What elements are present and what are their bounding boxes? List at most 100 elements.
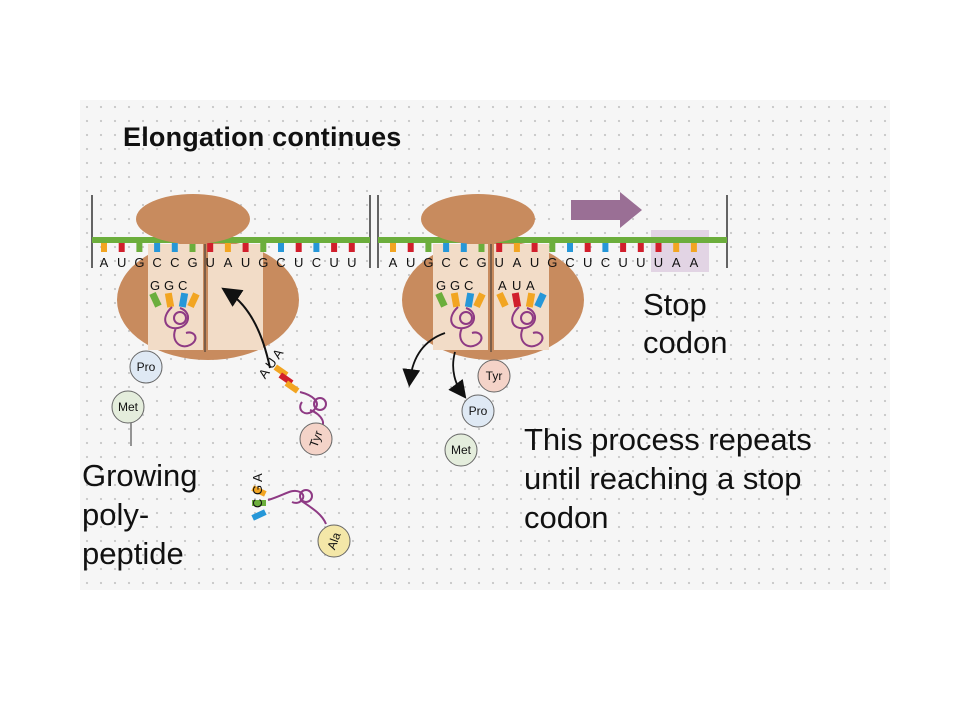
- amino-acid-ala: [317, 524, 351, 558]
- transfer-arrow: [448, 351, 467, 399]
- mrna-base-tick: [242, 243, 249, 252]
- mrna-base-letter: G: [134, 255, 144, 270]
- mrna-base-letter: C: [152, 255, 161, 270]
- mrna-base-letter: U: [583, 255, 592, 270]
- amino-acid-met-label: Met: [118, 400, 139, 414]
- mrna-base-letter: U: [636, 255, 645, 270]
- mrna-base-tick: [496, 243, 503, 252]
- growing-polypeptide-label: Growing poly- peptide: [82, 458, 198, 571]
- mrna-base-letter: G: [547, 255, 557, 270]
- mrna-base-tick: [278, 243, 284, 252]
- mrna-base-letter: A: [100, 255, 109, 270]
- mrna-base-tick: [425, 243, 432, 252]
- mrna-base-tick: [620, 243, 627, 252]
- amino-acid-tyr: [299, 422, 333, 456]
- mrna-base-tick: [602, 243, 609, 252]
- mrna-base-letter: U: [654, 255, 663, 270]
- mrna-base-tick: [136, 243, 143, 252]
- free-trna-ala: [251, 485, 327, 525]
- mrna-base-letter: C: [170, 255, 179, 270]
- mrna-base-letter: U: [241, 255, 250, 270]
- small-subunit-right: [421, 194, 535, 244]
- mrna-base-tick: [407, 243, 414, 252]
- mrna-base-tick: [331, 243, 338, 252]
- mrna-base-tick: [637, 243, 644, 252]
- mrna-base-tick: [443, 243, 450, 252]
- mrna-base-tick: [189, 243, 196, 252]
- trna-p-site-right: [435, 291, 486, 348]
- amino-acid-pro-right-label: Pro: [469, 404, 488, 418]
- mrna-base-letter: A: [513, 255, 522, 270]
- stop-codon-label: Stop codon: [643, 287, 728, 360]
- process-repeats-label: This process repeats until reaching a st…: [524, 422, 812, 535]
- trna-a-site-right: [496, 291, 547, 348]
- mrna-base-letter: C: [565, 255, 574, 270]
- base-letter: G: [150, 278, 160, 293]
- mrna-base-tick: [478, 243, 485, 252]
- mrna-base-tick: [224, 243, 231, 252]
- base-letter: A: [526, 278, 535, 293]
- amino-acid-pro-right: [461, 394, 495, 428]
- mrna-base-letter: A: [672, 255, 681, 270]
- mrna-base-tick: [584, 243, 591, 252]
- amino-acid-tyr-right: [477, 359, 511, 393]
- mrna-base-tick: [348, 243, 355, 252]
- mrna-base-tick: [207, 243, 214, 252]
- mrna-base-letter: U: [329, 255, 338, 270]
- mrna-backbone: [92, 237, 370, 243]
- mrna-base-letter: G: [187, 255, 197, 270]
- mrna-base-letter: U: [347, 255, 356, 270]
- base-letter: G: [164, 278, 174, 293]
- mrna-base-letter: G: [258, 255, 268, 270]
- ribosome-movement-arrow: [571, 192, 642, 228]
- mrna-base-letter: G: [476, 255, 486, 270]
- mrna-base-tick: [567, 243, 573, 252]
- base-letter: A: [498, 278, 507, 293]
- mrna-base-tick: [154, 243, 161, 252]
- base-letter: U: [512, 278, 521, 293]
- base-letter: C: [178, 278, 187, 293]
- incoming-arrow: [221, 287, 271, 369]
- amino-acid-met-right: [444, 433, 478, 467]
- mrna-base-letter: G: [423, 255, 433, 270]
- mrna-base-letter: C: [312, 255, 321, 270]
- mrna-base-letter: A: [224, 255, 233, 270]
- mrna-base-tick: [513, 243, 520, 252]
- mrna-base-tick: [118, 243, 125, 252]
- mrna-base-letter: U: [406, 255, 415, 270]
- free-anticodon: CGA: [250, 473, 265, 508]
- mrna-base-letter: U: [294, 255, 303, 270]
- mrna-base-letter: C: [276, 255, 285, 270]
- mrna-base-tick: [295, 243, 302, 252]
- small-subunit-left: [136, 194, 250, 244]
- mrna-base-tick: [171, 243, 178, 252]
- mrna-base-letter: C: [441, 255, 450, 270]
- mrna-base-letter: C: [601, 255, 610, 270]
- mrna-base-tick: [101, 243, 107, 252]
- mrna-base-letter: U: [618, 255, 627, 270]
- mrna-base-tick: [673, 243, 680, 252]
- mrna-base-letter: U: [530, 255, 539, 270]
- mrna-base-letter: U: [117, 255, 126, 270]
- amino-acid-ala-label: Ala: [324, 530, 343, 551]
- base-letter: A: [250, 473, 265, 482]
- mrna-base-tick: [390, 243, 396, 252]
- mrna-base-letter: A: [389, 255, 398, 270]
- amino-acid-tyr-label: Tyr: [307, 429, 326, 449]
- mrna-base-tick: [655, 243, 662, 252]
- mrna-base-tick: [549, 243, 556, 252]
- mrna-base-letter: A: [690, 255, 699, 270]
- mrna-base-tick: [460, 243, 467, 252]
- mrna-base-letter: C: [459, 255, 468, 270]
- trna-p-site-left: [149, 291, 200, 348]
- mrna-base-tick: [260, 243, 267, 252]
- mrna-base-letter: U: [206, 255, 215, 270]
- base-letter: G: [250, 485, 265, 495]
- mrna-base-tick: [531, 243, 538, 252]
